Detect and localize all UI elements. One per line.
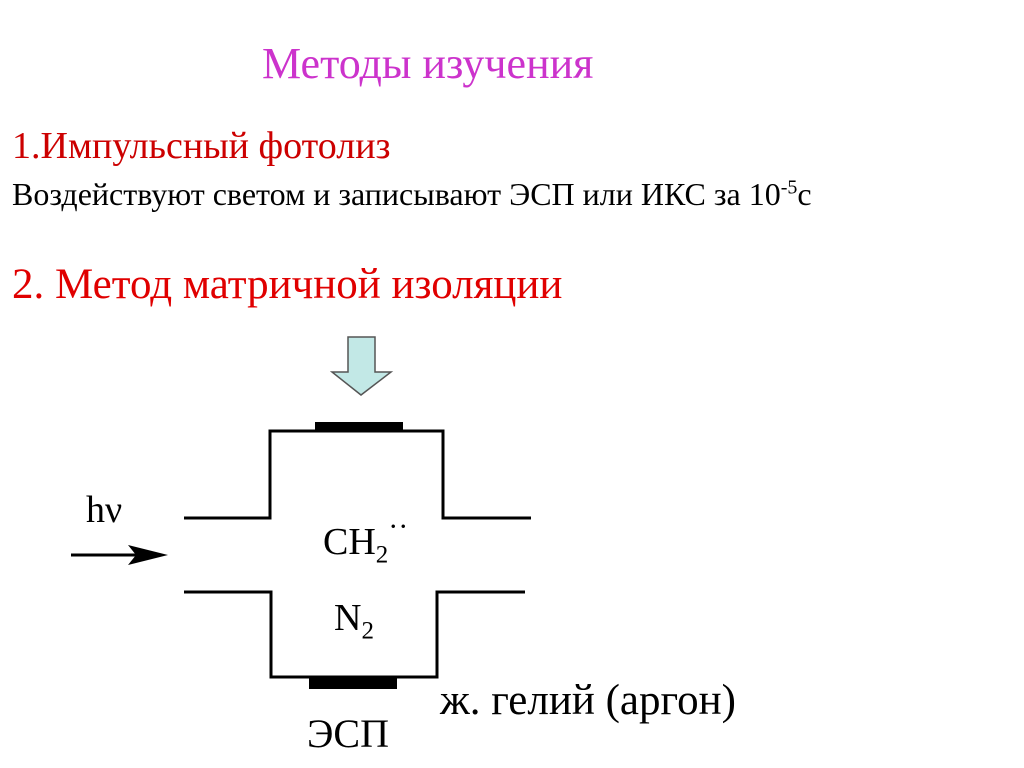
coolant-label: ж. гелий (аргон) <box>440 677 736 724</box>
down-arrow-icon <box>329 336 394 396</box>
species-ch2-base: CH <box>323 521 376 563</box>
method-1-desc-unit: с <box>797 176 812 212</box>
species-n2-label: N2 <box>334 596 374 644</box>
species-n2-subscript: 2 <box>361 617 374 645</box>
top-window <box>315 422 403 431</box>
detector-label: ЭСП <box>307 711 389 756</box>
page-title: Методы изучения <box>262 39 594 88</box>
species-ch2-label: CH2·· <box>323 510 408 568</box>
light-label: hν <box>86 489 123 531</box>
species-ch2-subscript: 2 <box>375 541 389 569</box>
method-2-heading: 2. Метод матричной изоляции <box>12 261 563 308</box>
carbene-dots: ·· <box>388 510 409 543</box>
method-1-description: Воздействуют светом и записывают ЭСП или… <box>12 176 812 213</box>
method-1-desc-exponent: -5 <box>780 176 798 199</box>
species-n2-base: N <box>334 597 362 639</box>
light-arrow-icon <box>128 545 168 565</box>
cell-top-outline <box>184 429 531 520</box>
method-1-desc-text: Воздействуют светом и записывают ЭСП или… <box>12 176 781 212</box>
method-1-heading: 1.Импульсный фотолиз <box>12 125 391 167</box>
bottom-window <box>309 677 397 689</box>
